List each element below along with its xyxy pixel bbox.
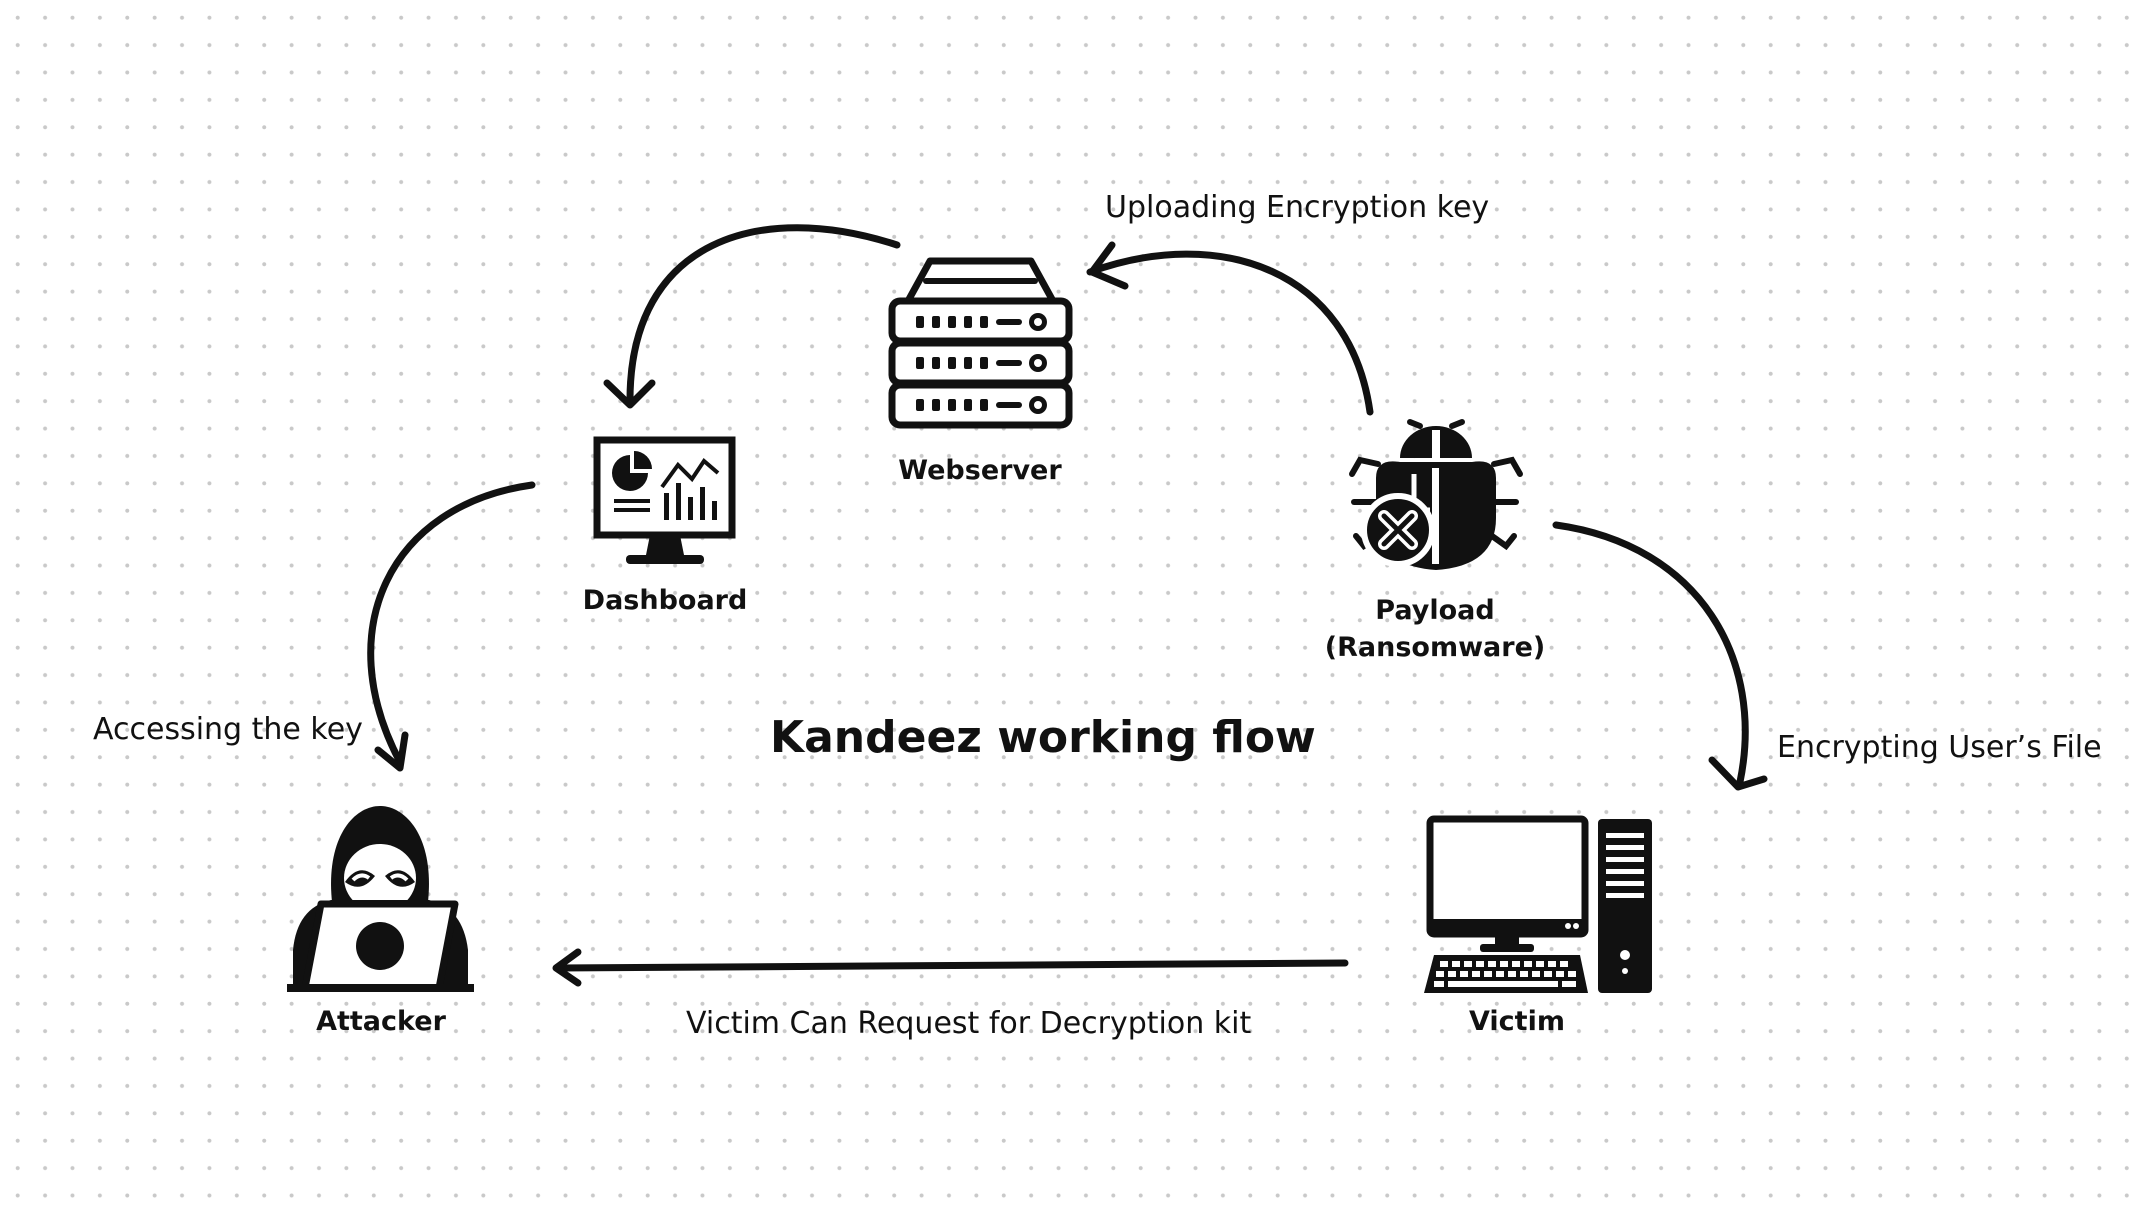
arrow-payload-to-webserver [1086, 250, 1374, 416]
arrow-webserver-to-dashboard [626, 224, 901, 404]
arrow-victim-to-attacker-head [552, 948, 582, 987]
upload-edge-label: Uploading Encryption key [1105, 190, 1490, 225]
dashboard-label: Dashboard [582, 585, 748, 616]
dashboard-monitor-icon [593, 436, 736, 564]
arrow-dashboard-to-attacker-head [374, 731, 409, 772]
server-icon [888, 257, 1073, 429]
request-edge-label: Victim Can Request for Decryption kit [686, 1006, 1252, 1041]
diagram-title: Kandeez working flow [770, 712, 1316, 763]
payload-label-line2: (Ransomware) [1324, 632, 1546, 663]
arrow-webserver-to-dashboard-head [603, 379, 656, 409]
encrypt-edge-label: Encrypting User’s File [1777, 730, 2102, 765]
bug-icon [1349, 419, 1523, 570]
arrow-victim-to-attacker [554, 959, 1349, 972]
attacker-label: Attacker [316, 1006, 446, 1037]
arrow-payload-to-victim [1552, 521, 1749, 786]
access-edge-label: Accessing the key [93, 712, 363, 747]
arrow-payload-to-victim-head [1708, 756, 1768, 791]
payload-label-line1: Payload [1375, 595, 1495, 626]
desktop-computer-icon [1424, 815, 1652, 993]
arrow-dashboard-to-attacker [367, 481, 536, 766]
arrow-payload-to-webserver-head [1088, 241, 1129, 290]
victim-label: Victim [1469, 1006, 1565, 1037]
webserver-label: Webserver [898, 455, 1062, 486]
hacker-icon [287, 806, 474, 992]
payload-label: Payload (Ransomware) [1315, 592, 1555, 666]
